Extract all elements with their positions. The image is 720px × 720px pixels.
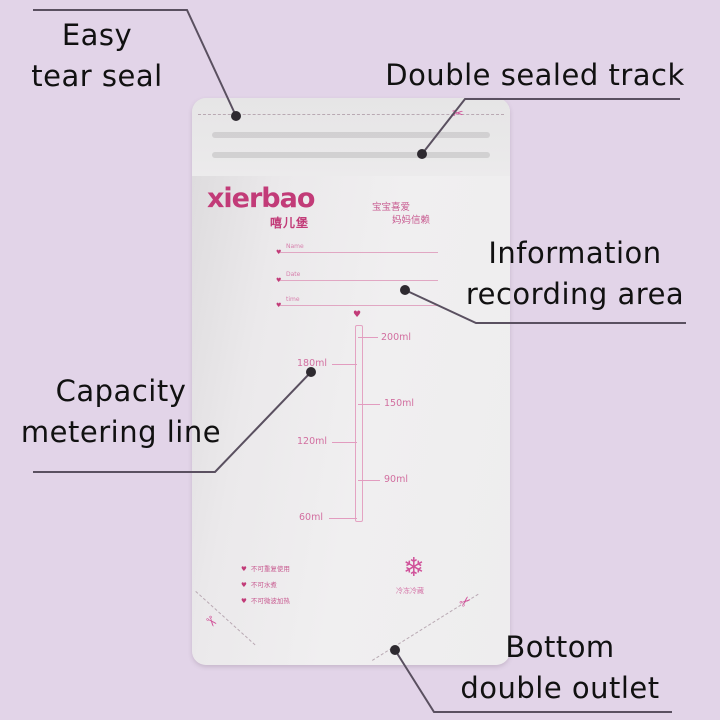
tick-150 [358, 404, 380, 405]
scale-180ml: 180ml [297, 358, 328, 369]
name-field: ♥ Name [276, 243, 438, 256]
scale-200ml: 200ml [381, 332, 412, 343]
warning-text: 不可微波加热 [250, 597, 290, 605]
callout-information-recording-area: Information recording area [450, 233, 700, 315]
warning-no-microwave: ♥不可微波加热 [241, 595, 290, 605]
capacity-scale-tube [355, 325, 363, 522]
callout-easy-tear-seal: Easy tear seal [22, 15, 172, 97]
warning-no-boil: ♥不可水煮 [241, 579, 277, 589]
seal-track-1 [212, 132, 490, 138]
callout-text: Easy [61, 18, 133, 52]
heart-icon: ♥ [353, 310, 362, 320]
callout-text: Double sealed track [385, 58, 685, 92]
tick-180 [332, 364, 357, 365]
warning-text: 不可水煮 [250, 581, 277, 589]
scale-150ml: 150ml [384, 398, 415, 409]
callout-text: double outlet [460, 671, 660, 705]
heart-icon: ♥ [241, 597, 247, 605]
callout-text: metering line [20, 415, 222, 449]
heart-icon: ♥ [241, 581, 247, 589]
heart-icon: ♥ [276, 277, 282, 284]
scale-120ml: 120ml [297, 436, 328, 447]
callout-text: recording area [465, 277, 685, 311]
tick-120 [332, 442, 357, 443]
callout-capacity-metering-line: Capacity metering line [8, 371, 234, 453]
heart-icon: ♥ [241, 565, 247, 573]
time-field: ♥ time [276, 296, 438, 309]
freeze-label: 冷冻冷藏 [396, 587, 424, 595]
scissors-icon: ✂ [452, 106, 464, 122]
breast-milk-storage-bag: ✂ xierbao 嘻儿堡 宝宝喜爱 妈妈信赖 ♥ Name ♥ Date ♥ … [192, 98, 510, 665]
time-field-label: time [286, 296, 300, 303]
scale-90ml: 90ml [384, 474, 408, 485]
brand-chinese-name: 嘻儿堡 [270, 216, 310, 230]
date-field-label: Date [286, 271, 301, 278]
callout-text: Capacity [55, 374, 187, 408]
tick-90 [358, 480, 380, 481]
slogan-line-2: 妈妈信赖 [392, 215, 431, 226]
callout-text: Bottom [505, 630, 615, 664]
callout-text: Information [488, 236, 662, 270]
tear-line-top [198, 114, 504, 115]
callout-bottom-double-outlet: Bottom double outlet [440, 627, 680, 709]
tick-200 [358, 337, 378, 338]
scissors-icon: ✂ [200, 612, 221, 632]
scissors-icon: ✂ [456, 592, 476, 612]
seal-track-2 [212, 152, 490, 158]
callout-text: tear seal [31, 59, 163, 93]
tick-60 [329, 518, 357, 519]
brand-logo: xierbao [207, 183, 315, 214]
date-field: ♥ Date [276, 271, 438, 284]
warning-text: 不可重复使用 [250, 565, 290, 573]
warning-no-reuse: ♥不可重复使用 [241, 563, 290, 573]
name-field-label: Name [286, 243, 304, 250]
snowflake-icon: ❄ [403, 553, 425, 583]
heart-icon: ♥ [276, 249, 282, 256]
callout-double-sealed-track: Double sealed track [360, 55, 710, 96]
heart-icon: ♥ [276, 302, 282, 309]
slogan-line-1: 宝宝喜爱 [372, 202, 411, 213]
scale-60ml: 60ml [299, 512, 323, 523]
